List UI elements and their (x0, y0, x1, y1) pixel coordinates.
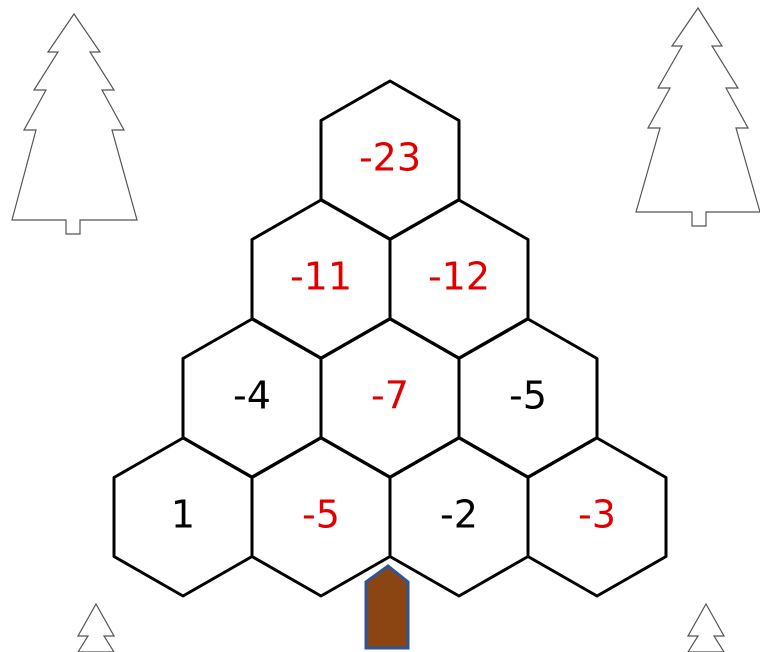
hexagon-value-bottom-1: 1 (171, 493, 195, 537)
hexagon-value-top-1: -23 (359, 136, 421, 180)
decorative-tree-bottom-left-icon (78, 604, 114, 652)
hexagon-value-third-3: -5 (509, 374, 547, 418)
tree-trunk (366, 566, 408, 648)
hexagon-value-bottom-3: -2 (440, 493, 478, 537)
decorative-tree-top-right-icon (636, 8, 760, 226)
hexagon-value-second-2: -12 (428, 255, 490, 299)
hexagon-value-third-2: -7 (371, 374, 409, 418)
decorative-tree-bottom-right-icon (688, 604, 724, 652)
hexagon-value-third-1: -4 (233, 374, 271, 418)
hexagon-value-bottom-4: -3 (578, 493, 616, 537)
decorative-tree-top-left-icon (12, 14, 137, 234)
hexagon-value-second-1: -11 (290, 255, 352, 299)
hexagon-value-bottom-2: -5 (302, 493, 340, 537)
